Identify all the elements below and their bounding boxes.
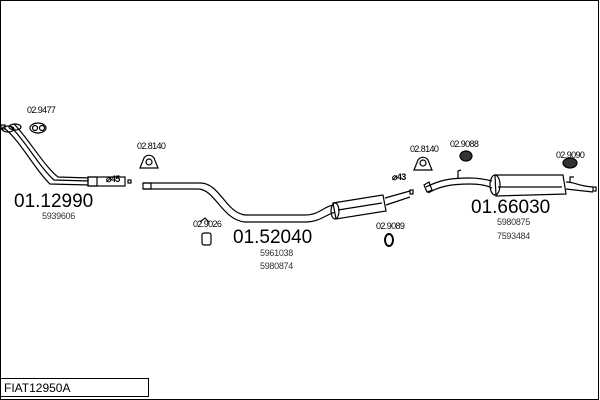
oem-number: 7593484 [497, 231, 530, 241]
diameter-label: ⌀45 [106, 174, 120, 184]
accessory-code: 02.9088 [450, 139, 479, 149]
gasket-icon [29, 122, 47, 134]
rubber-mount-icon [201, 232, 212, 246]
oem-number: 5980875 [497, 217, 530, 227]
diameter-label: ⌀43 [392, 172, 406, 182]
oem-number: 5939606 [42, 211, 75, 221]
accessory-code: 02.9090 [556, 150, 585, 160]
accessory-code: 02.8140 [137, 141, 166, 151]
oem-number: 5961038 [260, 248, 293, 258]
rear-pipe [423, 169, 597, 197]
accessory-code: 02.9477 [27, 105, 56, 115]
diagram-title: FIAT12950A [0, 378, 149, 397]
ring-mount-icon [384, 233, 394, 247]
clamp-icon [139, 154, 159, 169]
part-number: 01.12990 [14, 191, 94, 212]
middle-pipe [142, 182, 414, 223]
part-number: 01.66030 [471, 197, 551, 218]
front-pipe [0, 123, 132, 187]
accessory-code: 02.9026 [193, 219, 222, 229]
rubber-mount-icon [562, 157, 578, 169]
rubber-mount-icon [459, 150, 473, 162]
accessory-code: 02.8140 [410, 144, 439, 154]
oem-number: 5980874 [260, 261, 293, 271]
part-number: 01.52040 [233, 227, 313, 248]
accessory-code: 02.9089 [376, 221, 405, 231]
clamp-icon [413, 156, 433, 171]
